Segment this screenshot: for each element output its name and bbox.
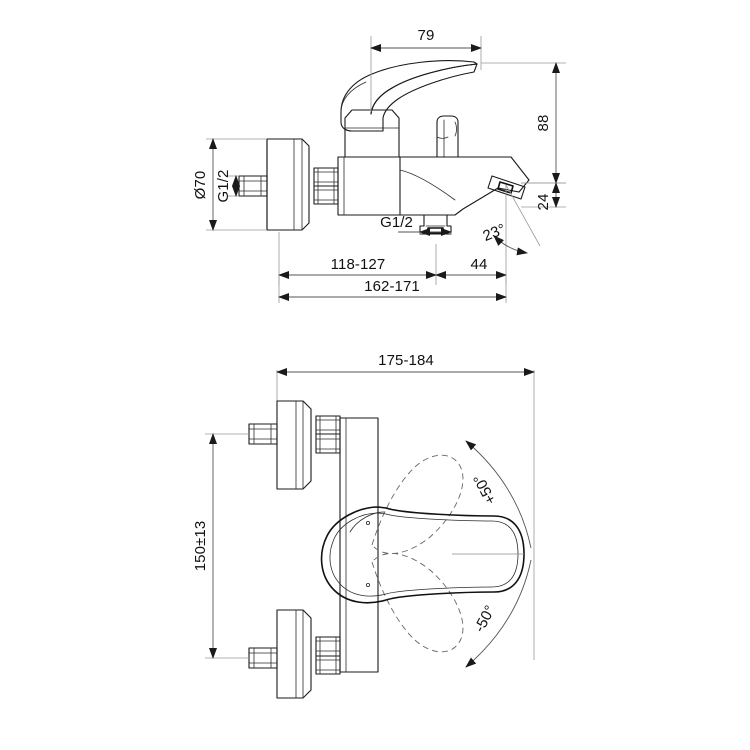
dimension-label-g12-left: G1/2 bbox=[215, 170, 232, 203]
spout-outlet bbox=[487, 175, 526, 200]
lever-handle bbox=[340, 60, 478, 132]
dimension-label-g12-bottom: G1/2 bbox=[380, 214, 413, 231]
dimension-label-162-171: 162-171 bbox=[364, 278, 420, 295]
elevation-view: 79 88 24 Ø70 bbox=[192, 27, 566, 303]
mixer-body-plan bbox=[339, 417, 379, 673]
dimension-label-24: 24 bbox=[535, 194, 552, 211]
inlet-nipple-top bbox=[248, 423, 278, 445]
union-hex-nut bbox=[313, 167, 339, 205]
lever-ghost-minus50 bbox=[371, 553, 464, 653]
lever-ghost-plus50 bbox=[371, 454, 464, 554]
lever-handle-plan bbox=[320, 506, 525, 604]
plan-geometry bbox=[248, 400, 525, 699]
dimension-label-d70: Ø70 bbox=[192, 171, 209, 200]
wall-flange-top bbox=[276, 400, 312, 490]
dimension-150-13: 150±13 bbox=[192, 433, 249, 659]
dimension-d70: Ø70 bbox=[192, 138, 267, 231]
dimension-label-175-184: 175-184 bbox=[378, 352, 434, 369]
dimension-label-118-127: 118-127 bbox=[331, 256, 386, 273]
dimension-label-79: 79 bbox=[418, 27, 435, 44]
dimension-175-184: 175-184 bbox=[276, 352, 535, 660]
dimension-label-44: 44 bbox=[471, 256, 488, 273]
inlet-nipple-bottom bbox=[248, 647, 278, 669]
dimension-label-150-13: 150±13 bbox=[192, 521, 209, 572]
elevation-dimensions: 79 88 24 Ø70 bbox=[192, 27, 566, 303]
dimension-24: 24 bbox=[521, 182, 566, 211]
plan-dimensions-back: 175-184 bbox=[276, 352, 535, 660]
dimension-label-88: 88 bbox=[535, 115, 552, 132]
dimension-162-171: 162-171 bbox=[278, 275, 507, 303]
dimension-44: 44 bbox=[435, 256, 507, 285]
dimension-g12-left: G1/2 bbox=[215, 170, 240, 203]
dimension-79: 79 bbox=[370, 27, 482, 112]
diverter-knob bbox=[436, 115, 459, 158]
dimension-g12-bottom: G1/2 bbox=[380, 214, 452, 236]
wall-flange-bottom bbox=[276, 609, 312, 699]
dimension-118-127: 118-127 bbox=[278, 232, 437, 285]
